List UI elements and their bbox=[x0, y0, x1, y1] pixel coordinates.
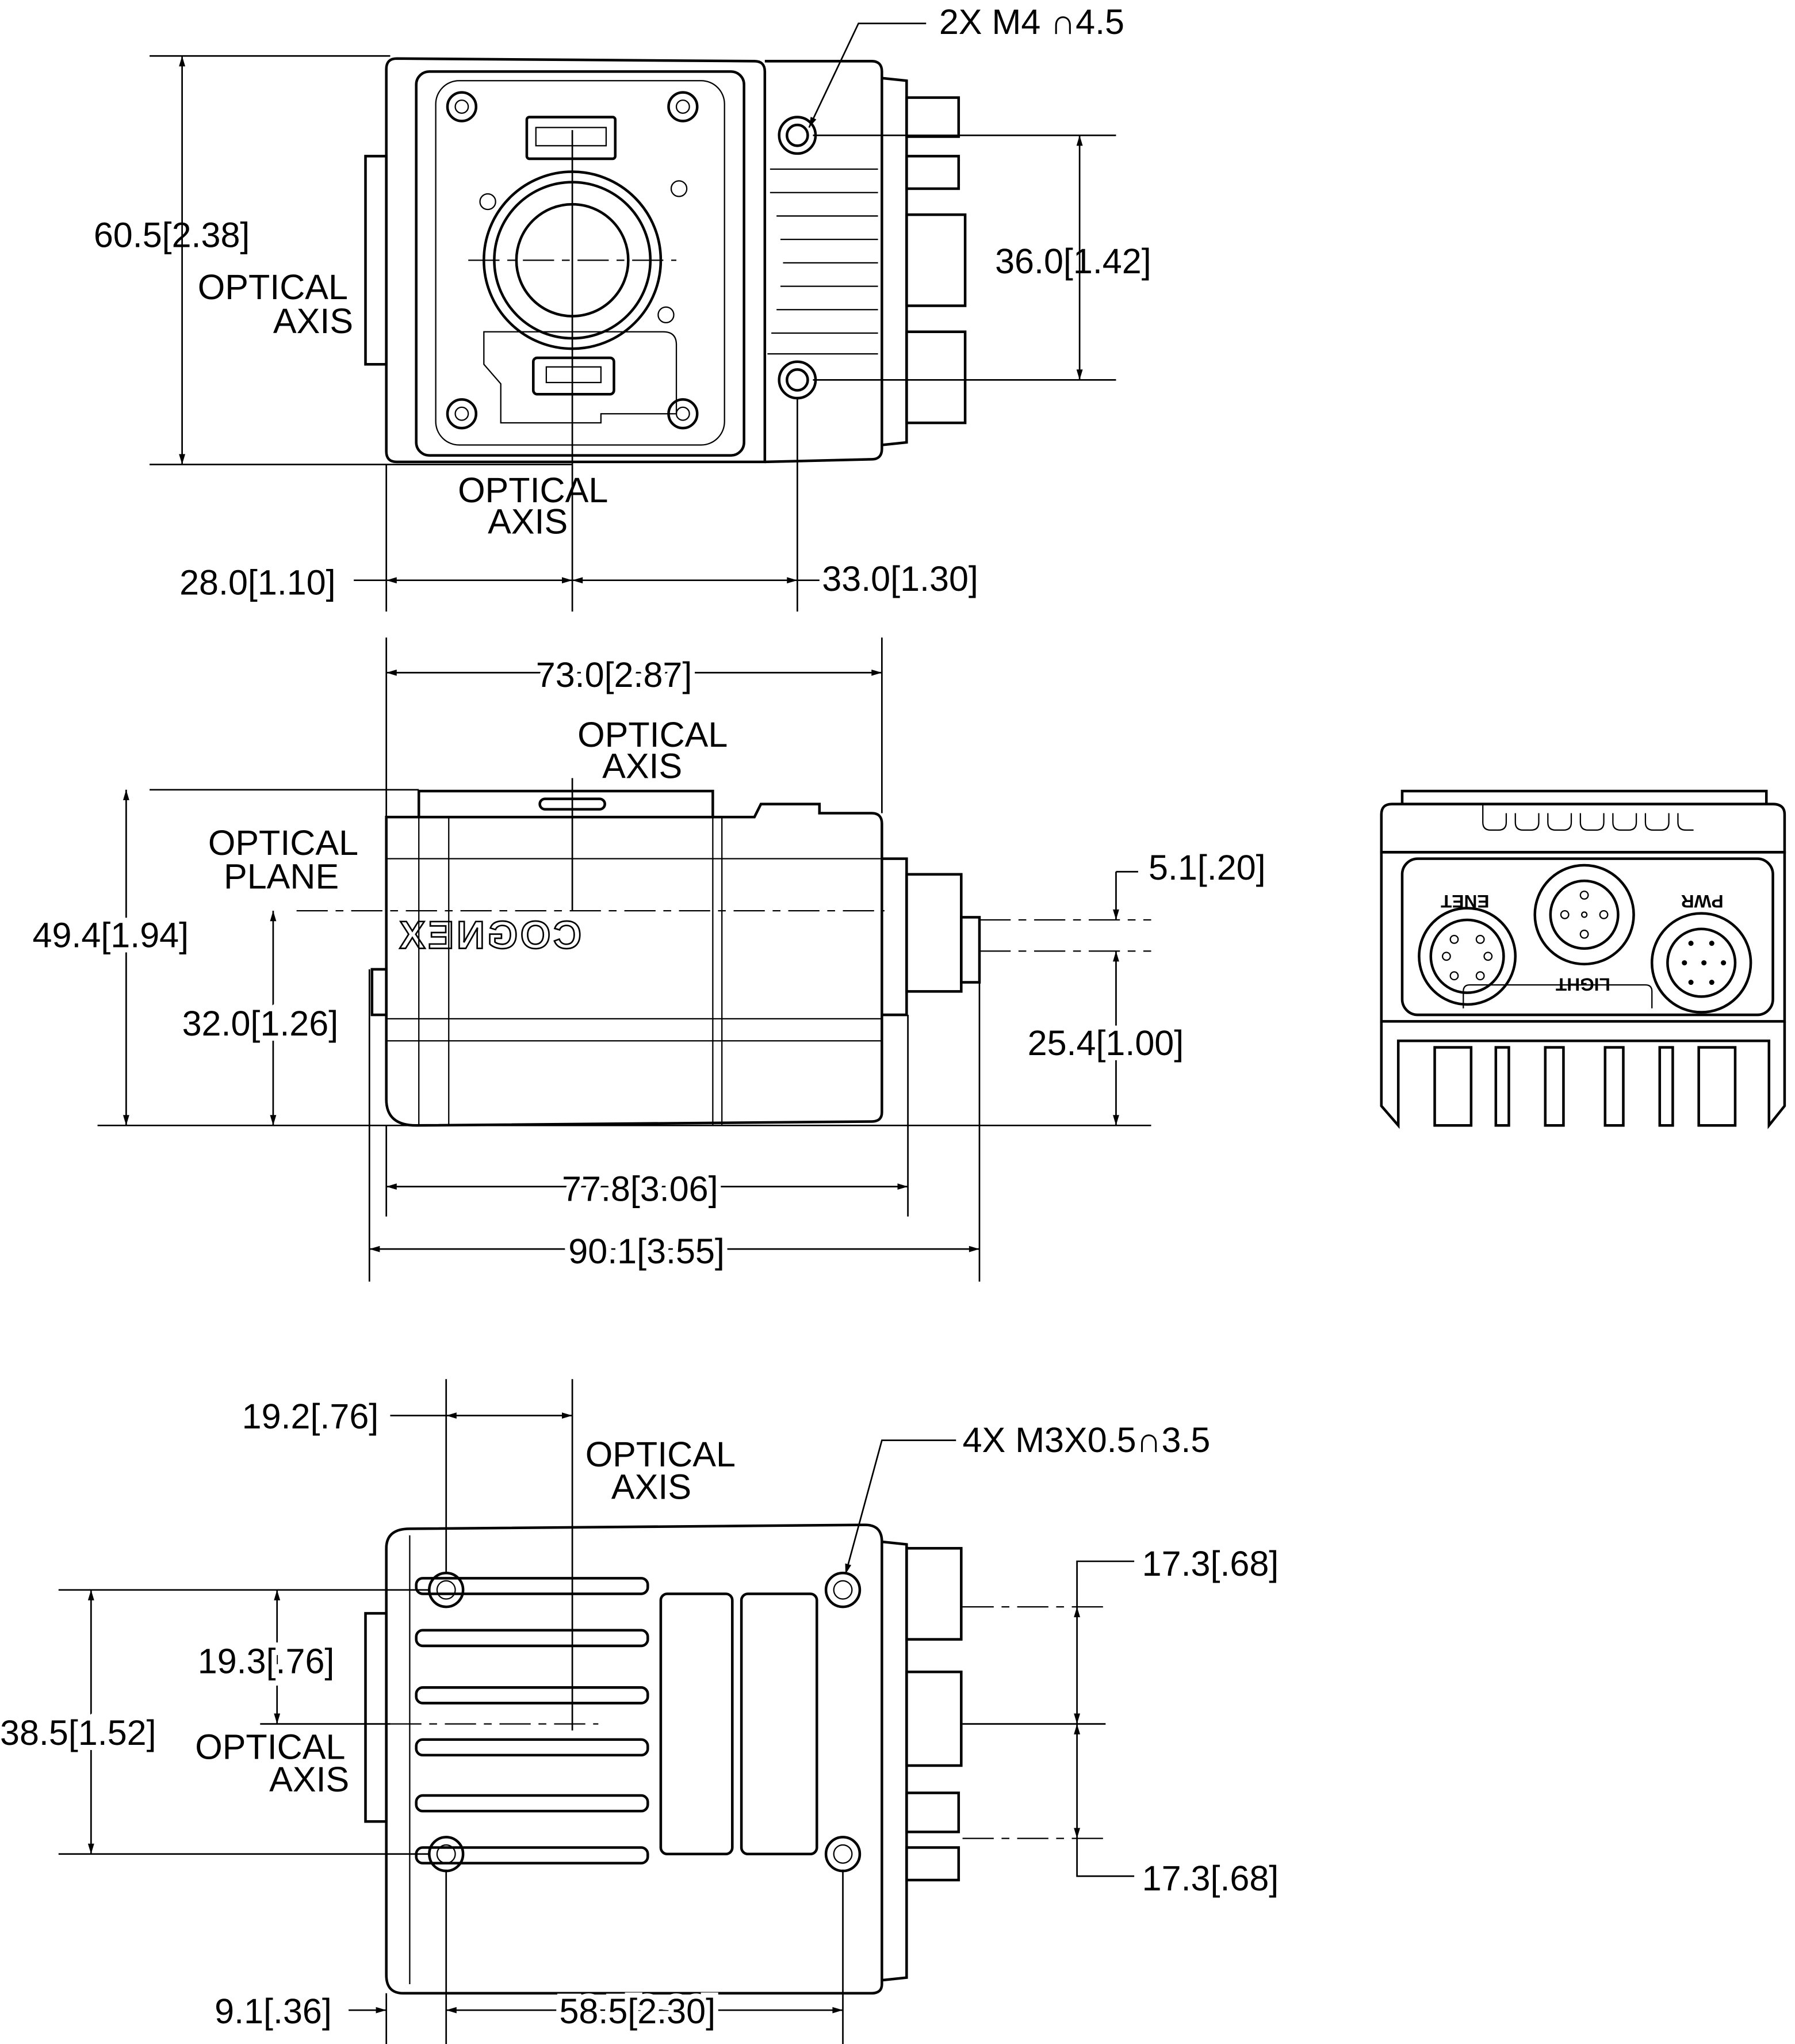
bottom-view: 19.2[.76] OPTICAL AXIS 4X M3X0.5∩3.5 17.… bbox=[0, 1379, 1279, 2044]
cognex-logo: COGNEX bbox=[397, 914, 581, 957]
optical-axis-label: AXIS bbox=[488, 502, 568, 541]
optical-plane-label: OPTICAL bbox=[208, 823, 358, 862]
front-left-offset-dim: 28.0[1.10] bbox=[179, 563, 336, 602]
upper-hole-dim: 17.3[.68] bbox=[1142, 1544, 1279, 1583]
optical-axis-label: AXIS bbox=[611, 1467, 691, 1506]
hole-spacing-horizontal-dim: 58.5[2.30] bbox=[559, 1992, 715, 2031]
front-right-offset-dim: 33.0[1.30] bbox=[822, 559, 978, 598]
connector-offset-dim: 5.1[.20] bbox=[1149, 848, 1266, 887]
axis-height-dim: 32.0[1.26] bbox=[182, 1004, 339, 1043]
optical-axis-label: OPTICAL bbox=[585, 1435, 736, 1474]
mount-screw-icons bbox=[446, 91, 699, 430]
mount-hole-icons bbox=[428, 1572, 862, 1873]
optical-axis-label: AXIS bbox=[269, 1760, 349, 1799]
overall-length-dim: 90.1[3.55] bbox=[568, 1232, 725, 1271]
optical-axis-label: OPTICAL bbox=[458, 471, 608, 510]
connector-label-light: LIGHT bbox=[1556, 975, 1610, 995]
bottom-axis-offset-dim: 19.2[.76] bbox=[242, 1397, 379, 1436]
length-dim: 77.8[3.06] bbox=[562, 1169, 718, 1208]
lower-hole-dim: 17.3[.68] bbox=[1142, 1859, 1279, 1898]
axis-vertical-dim: 19.3[.76] bbox=[198, 1641, 335, 1680]
optical-axis-label: OPTICAL bbox=[198, 268, 348, 307]
side-view: COGNEX 73.0[2.87] OPTICAL AXIS OPTICAL P… bbox=[27, 637, 1266, 1282]
front-hole-callout: 2X M4 ∩4.5 bbox=[939, 2, 1124, 41]
bottom-hole-callout: 4X M3X0.5∩3.5 bbox=[963, 1420, 1211, 1460]
optical-axis-label: AXIS bbox=[602, 746, 682, 785]
enet-connector-icon bbox=[1418, 907, 1517, 1006]
side-width-dim: 73.0[2.87] bbox=[536, 655, 692, 694]
end-view: ENET LIGHT PWR bbox=[1380, 789, 1786, 1129]
optical-plane-label: PLANE bbox=[224, 857, 339, 896]
pwr-connector-icon bbox=[1650, 912, 1752, 1014]
front-height-dim: 60.5[2.38] bbox=[94, 216, 250, 255]
front-hole-spacing-dim: 36.0[1.42] bbox=[995, 242, 1151, 281]
optical-axis-label: OPTICAL bbox=[577, 715, 728, 754]
hole-spacing-vertical-dim: 38.5[1.52] bbox=[0, 1713, 156, 1752]
front-view: 60.5[2.38] 36.0[1.42] 2X M4 ∩4.5 OPTICAL… bbox=[94, 2, 1151, 612]
edge-offset-dim: 9.1[.36] bbox=[215, 1992, 332, 2031]
connector-label-enet: ENET bbox=[1441, 891, 1489, 912]
connector-height-dim: 25.4[1.00] bbox=[1028, 1023, 1184, 1063]
side-height-dim: 49.4[1.94] bbox=[33, 915, 189, 954]
optical-axis-label: AXIS bbox=[273, 301, 353, 341]
optical-axis-label: OPTICAL bbox=[195, 1728, 345, 1767]
cooling-slots bbox=[415, 1577, 649, 1865]
connector-label-pwr: PWR bbox=[1681, 891, 1724, 912]
light-connector-icon bbox=[1533, 864, 1635, 966]
